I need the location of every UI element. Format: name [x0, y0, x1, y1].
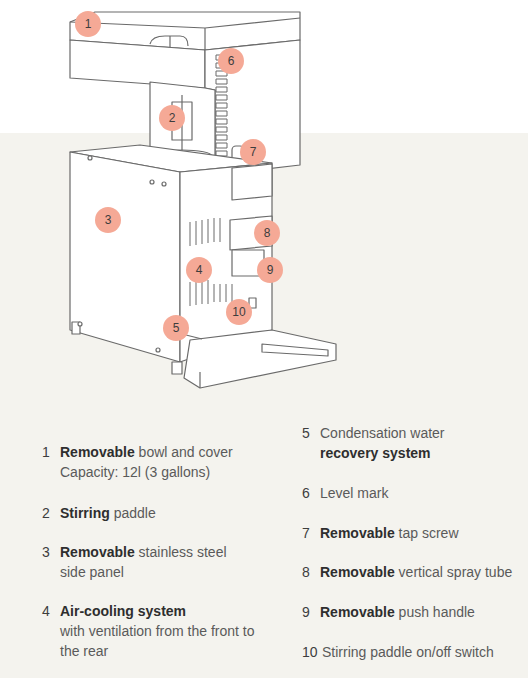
callout-circle: 8 [254, 220, 280, 246]
callout-number: 2 [169, 112, 176, 124]
feature-keyword: Removable [60, 544, 135, 560]
callout-number: 6 [228, 55, 235, 67]
part-description: Level mark [320, 485, 388, 501]
part-description: tap screw [399, 525, 459, 541]
callout-number: 5 [173, 322, 180, 334]
item-text: Removablestainless steel side panel [60, 542, 250, 582]
text-line: Stirring paddle on/off switch [322, 642, 524, 662]
item-number: 9 [302, 602, 310, 622]
feature-keyword: recovery system [320, 445, 431, 461]
text-line: Removablepush handle [320, 602, 520, 622]
item-number: 4 [42, 601, 50, 621]
item-number: 8 [302, 562, 310, 582]
feature-keyword: Removable [320, 525, 395, 541]
item-text: Removablepush handle [320, 602, 520, 622]
item-text: Stirringpaddle [60, 503, 280, 523]
callout-number: 1 [85, 18, 92, 30]
callout-circle: 4 [186, 257, 212, 283]
text-line: Air-cooling system [60, 601, 270, 621]
item-number: 1 [42, 442, 50, 462]
text-line: Stirringpaddle [60, 503, 280, 523]
text-line: with ventilation from the front to the r… [60, 621, 270, 661]
item-number: 6 [302, 483, 310, 503]
callout-circle: 5 [163, 315, 189, 341]
part-description: Capacity: 12l (3 gallons) [60, 464, 210, 480]
item-number: 10 [302, 642, 318, 662]
text-line: Removabletap screw [320, 523, 520, 543]
callout-number: 7 [250, 146, 257, 158]
text-line: Level mark [320, 483, 520, 503]
part-description: Condensation water [320, 425, 445, 441]
text-line: Removablestainless steel side panel [60, 542, 250, 582]
callout-circle: 6 [218, 48, 244, 74]
item-number: 5 [302, 423, 310, 443]
item-number: 3 [42, 542, 50, 562]
callout-circle: 10 [226, 299, 252, 325]
callout-number: 10 [232, 306, 245, 318]
callout-number: 4 [196, 264, 203, 276]
item-text: Air-cooling system with ventilation from … [60, 601, 270, 661]
part-description: bowl and cover [139, 444, 233, 460]
part-description: Stirring paddle on/off switch [322, 644, 494, 660]
text-line: Removablebowl and cover [60, 442, 300, 462]
callout-number: 9 [267, 264, 274, 276]
item-text: Condensation water recovery system [320, 423, 520, 463]
part-description: vertical spray tube [399, 564, 513, 580]
text-line: Capacity: 12l (3 gallons) [60, 462, 300, 482]
part-description: paddle [114, 505, 156, 521]
feature-keyword: Removable [320, 604, 395, 620]
callout-circle: 9 [257, 257, 283, 283]
item-text: Removablevertical spray tube [320, 562, 524, 582]
callout-circle: 7 [240, 139, 266, 165]
callout-circle: 2 [159, 105, 185, 131]
callout-circle: 1 [75, 11, 101, 37]
part-description: with ventilation from the front to the r… [60, 623, 255, 659]
feature-keyword: Stirring [60, 505, 110, 521]
callout-number: 3 [105, 214, 112, 226]
item-number: 2 [42, 503, 50, 523]
text-line: Condensation water [320, 423, 520, 443]
part-description: push handle [399, 604, 475, 620]
item-number: 7 [302, 523, 310, 543]
callout-circle: 3 [95, 207, 121, 233]
item-text: Level mark [320, 483, 520, 503]
text-line: Removablevertical spray tube [320, 562, 524, 582]
item-text: Stirring paddle on/off switch [322, 642, 524, 662]
item-text: Removabletap screw [320, 523, 520, 543]
item-text: Removablebowl and coverCapacity: 12l (3 … [60, 442, 300, 482]
feature-keyword: Removable [320, 564, 395, 580]
feature-keyword: Removable [60, 444, 135, 460]
feature-keyword: Air-cooling system [60, 603, 186, 619]
callout-number: 8 [264, 227, 271, 239]
text-line: recovery system [320, 443, 520, 463]
